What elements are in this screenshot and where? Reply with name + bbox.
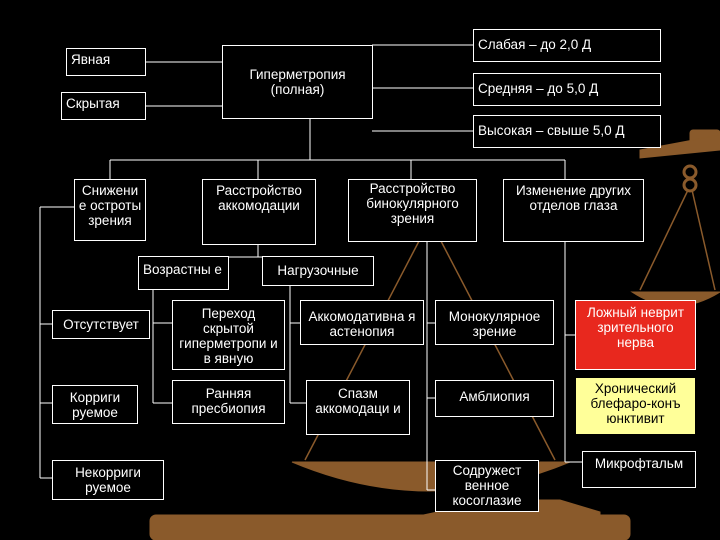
scale-ornament xyxy=(682,177,698,193)
category-acuity: Снижени е остроты зрения xyxy=(74,179,146,241)
degree-weak: Слабая – до 2,0 Д xyxy=(473,29,661,62)
accommodation-age: Возрастны е xyxy=(138,256,229,290)
form-latent: Скрытая xyxy=(61,92,146,120)
category-accommodation: Расстройство аккомодации xyxy=(202,179,316,245)
scale-foot xyxy=(149,514,631,540)
other-blepharo: Хронический блефаро-конъ юнктивит xyxy=(575,377,696,435)
root-hypermetropia: Гиперметропия (полная) xyxy=(222,45,373,119)
binocular-amblyopia: Амблиопия xyxy=(435,380,554,417)
binocular-strabismus: Содружест венное косоглазие xyxy=(435,460,539,512)
age-presbyopia: Ранняя пресбиопия xyxy=(172,380,285,424)
category-other: Изменение других отделов глаза xyxy=(503,179,644,242)
other-neuritis: Ложный неврит зрительного нерва xyxy=(575,300,696,370)
scale-string xyxy=(639,189,689,291)
degree-high: Высокая – свыше 5,0 Д xyxy=(473,115,661,148)
load-spasm: Спазм аккомодаци и xyxy=(306,380,410,435)
scale-beam xyxy=(639,134,720,159)
age-transition: Переход скрытой гиперметропи и в явную xyxy=(172,300,285,370)
other-microphthalmia: Микрофтальм xyxy=(582,451,696,488)
acuity-uncorrectable: Некорриги руемое xyxy=(52,460,164,500)
acuity-correctable: Корриги руемое xyxy=(52,385,138,424)
binocular-monocular: Монокулярное зрение xyxy=(435,300,554,345)
accommodation-load: Нагрузочные xyxy=(262,256,374,286)
acuity-absent: Отсутствует xyxy=(52,310,150,339)
degree-medium: Средняя – до 5,0 Д xyxy=(473,73,661,106)
load-asthenopia: Аккомодативна я астенопия xyxy=(300,300,424,345)
scale-string xyxy=(691,189,716,291)
category-binocular: Расстройство бинокулярного зрения xyxy=(348,179,477,242)
form-explicit: Явная xyxy=(66,48,146,76)
